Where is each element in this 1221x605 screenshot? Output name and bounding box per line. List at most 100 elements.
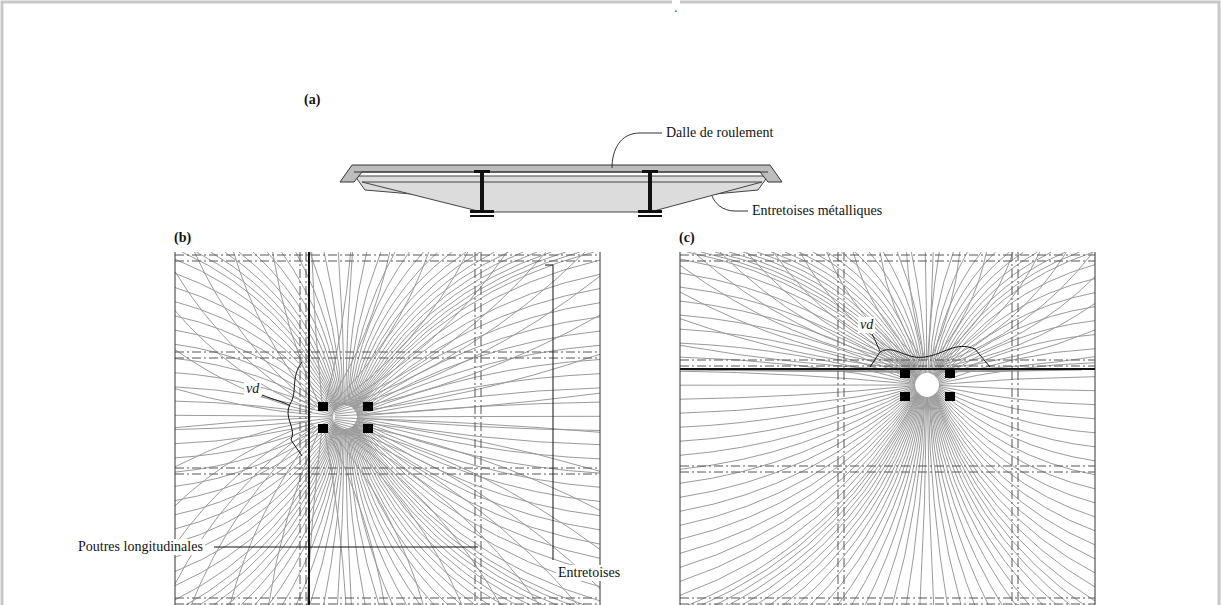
stress-trajectory: [933, 396, 1046, 605]
stress-trajectory: [773, 252, 917, 365]
stress-trajectory: [175, 421, 312, 467]
stress-trajectory: [175, 422, 334, 487]
stress-trajectory: [932, 252, 986, 361]
stress-trajectory: [930, 397, 976, 605]
stress-trajectory: [680, 386, 915, 400]
stress-trajectory: [853, 252, 921, 362]
stress-trajectory: [680, 391, 917, 539]
slab-panel-c: [680, 252, 1095, 605]
stress-trajectory: [354, 425, 578, 605]
part-name: Entretoises métalliques: [750, 203, 884, 219]
stress-trajectory: [324, 429, 346, 605]
stress-trajectory: [351, 428, 451, 605]
part-name: Poutres longitudinales: [76, 539, 205, 555]
shear-symbol: vd: [858, 317, 875, 333]
stress-trajectory: [310, 252, 343, 405]
stress-trajectory: [335, 354, 600, 414]
stress-trajectory: [936, 252, 1093, 378]
stress-trajectory: [932, 396, 1018, 605]
stress-trajectory: [324, 252, 343, 405]
stress-trajectory: [938, 390, 1095, 461]
stress-trajectory: [932, 396, 1032, 605]
stress-trajectory: [347, 429, 380, 605]
stress-trajectory: [680, 393, 918, 596]
stress-trajectory: [907, 252, 926, 360]
stress-trajectory: [357, 416, 600, 418]
stress-trajectory: [747, 252, 917, 365]
stress-trajectory: [268, 429, 320, 605]
stress-trajectory: [330, 427, 463, 605]
stress-trajectory: [355, 424, 600, 587]
panel-letter: (c): [677, 230, 697, 246]
stress-trajectory: [354, 252, 523, 409]
stress-trajectory: [928, 252, 934, 360]
stress-trajectory: [935, 394, 1095, 559]
stray-mark: .: [672, 0, 680, 16]
stress-trajectory: [210, 427, 339, 605]
stress-trajectory: [190, 427, 316, 605]
stress-trajectory: [936, 393, 1095, 545]
stress-trajectory: [938, 303, 1095, 367]
part-name: Entretoises: [556, 565, 622, 581]
stress-trajectory: [925, 252, 927, 373]
stress-trajectory: [175, 259, 336, 409]
stress-trajectory: [175, 344, 334, 412]
stress-trajectory: [880, 252, 923, 361]
stress-trajectory: [929, 397, 962, 605]
stress-trajectory: [357, 419, 600, 459]
stress-trajectory: [696, 393, 919, 605]
stress-trajectory: [325, 252, 351, 405]
stress-trajectory: [680, 385, 915, 386]
stress-trajectory: [335, 419, 600, 471]
stress-trajectory: [356, 303, 600, 412]
stress-trajectory: [928, 397, 948, 605]
stress-trajectory: [680, 388, 915, 442]
stress-trajectory: [680, 345, 915, 370]
stress-trajectory: [356, 274, 601, 411]
stress-trajectory: [680, 287, 916, 381]
stress-trajectory: [939, 377, 1095, 385]
stress-trajectory: [937, 277, 1095, 366]
stress-trajectory: [680, 259, 916, 380]
stress-trajectory: [175, 272, 314, 409]
stress-trajectory: [680, 386, 915, 413]
stress-trajectory: [680, 392, 917, 554]
stress-trajectory: [800, 252, 918, 364]
stress-trajectory: [349, 428, 409, 605]
stress-trajectory: [680, 389, 916, 483]
stress-trajectory: [939, 385, 1095, 390]
stress-trajectory: [935, 252, 1040, 363]
stress-trajectory: [680, 387, 915, 427]
stress-trajectory: [939, 370, 1082, 372]
stress-trajectory: [332, 425, 541, 605]
stress-trajectory: [239, 252, 339, 407]
stress-trajectory: [937, 391, 1095, 489]
stress-trajectory: [934, 395, 1095, 602]
stress-trajectory: [175, 426, 337, 600]
stress-trajectory: [710, 394, 919, 605]
stress-trajectory: [939, 370, 1055, 372]
stress-trajectory: [355, 252, 566, 410]
stress-trajectory: [175, 350, 312, 412]
stress-trajectory: [175, 302, 335, 411]
panel-letter: (a): [302, 92, 322, 108]
stress-trajectory: [680, 391, 917, 526]
stress-trajectory: [939, 330, 1095, 369]
stress-trajectory: [841, 252, 920, 375]
stress-trajectory: [335, 393, 600, 416]
stress-trajectory: [939, 388, 1096, 433]
stress-trajectory: [937, 252, 1093, 365]
stress-trajectory: [357, 402, 600, 416]
stress-trajectory: [357, 420, 600, 474]
stress-trajectory: [335, 418, 600, 433]
stress-trajectory: [329, 428, 425, 605]
stress-trajectory: [353, 426, 522, 605]
stress-trajectory: [355, 260, 600, 411]
cross-section: [340, 133, 782, 217]
stress-trajectory: [333, 252, 585, 411]
stress-trajectory: [936, 392, 1095, 517]
stress-trajectory: [348, 429, 394, 605]
part-name: Dalle de roulement: [664, 125, 775, 141]
